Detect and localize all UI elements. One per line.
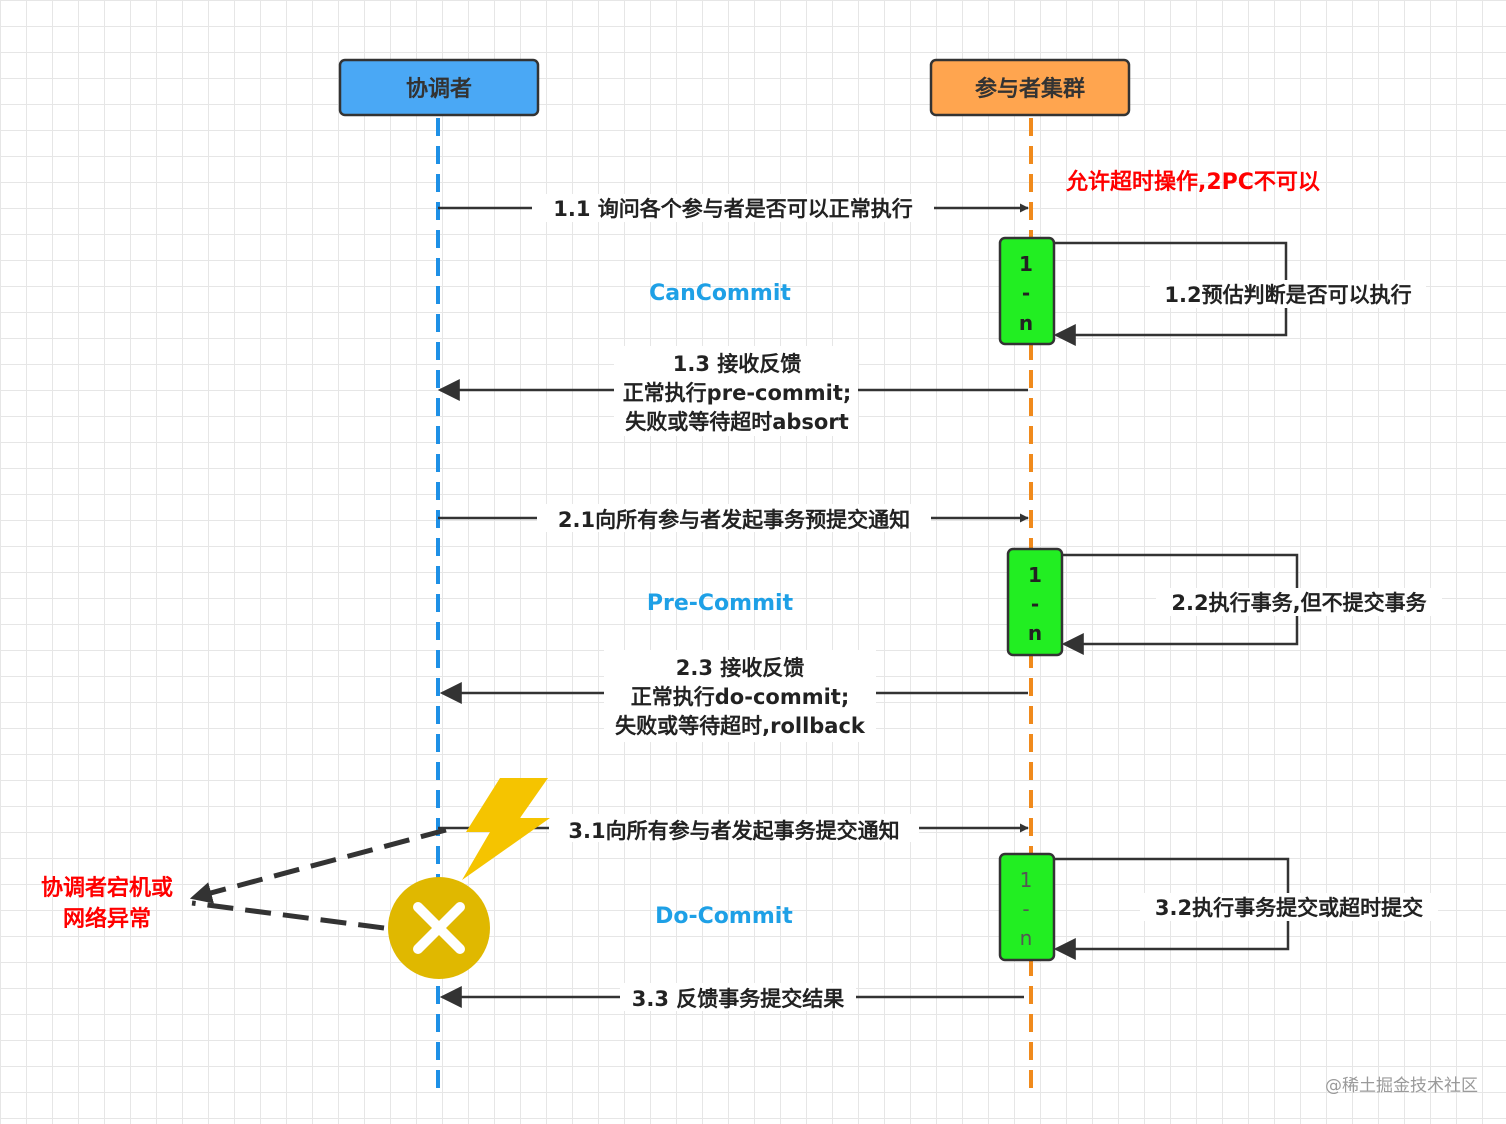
lightning-icon <box>462 778 550 880</box>
phase-do-commit: Do-Commit <box>655 904 793 929</box>
phase-pre-commit: Pre-Commit <box>647 591 794 616</box>
activation-1-end: n <box>1019 311 1033 335</box>
message-3-3: 3.3 反馈事务提交结果 <box>632 987 845 1011</box>
message-1-3-line2: 正常执行pre-commit; <box>623 381 852 405</box>
cohort-box: 参与者集群 <box>929 58 1131 117</box>
phase-can-commit: CanCommit <box>649 281 791 306</box>
message-2-1: 2.1向所有参与者发起事务预提交通知 <box>558 508 910 532</box>
timeout-note: 允许超时操作,2PC不可以 <box>1065 169 1320 195</box>
activation-2-start: 1 <box>1028 563 1042 587</box>
cohort-title: 参与者集群 <box>975 76 1085 102</box>
activation-1-dash: - <box>1022 281 1030 305</box>
close-circle-icon <box>388 877 490 979</box>
message-3-1: 3.1向所有参与者发起事务提交通知 <box>568 819 899 843</box>
message-2-3-line3: 失败或等待超时,rollback <box>615 714 866 738</box>
watermark: @稀土掘金技术社区 <box>1325 1076 1478 1096</box>
message-1-2: 1.2预估判断是否可以执行 <box>1164 283 1411 307</box>
message-2-2: 2.2执行事务,但不提交事务 <box>1171 591 1427 615</box>
activation-bar-1: 1 - n <box>998 236 1056 346</box>
message-3-2: 3.2执行事务提交或超时提交 <box>1155 896 1423 920</box>
activation-1-start: 1 <box>1019 252 1033 276</box>
activation-3-end: n <box>1020 926 1033 950</box>
message-1-1: 1.1 询问各个参与者是否可以正常执行 <box>553 197 913 221</box>
activation-bar-3: 1 - n <box>998 852 1056 962</box>
failure-arrow-lower <box>191 900 385 931</box>
activation-bar-2: 1 - n <box>1006 547 1064 657</box>
activation-3-start: 1 <box>1020 868 1033 892</box>
activation-2-dash: - <box>1031 592 1039 616</box>
message-1-3-line3: 失败或等待超时absort <box>625 410 849 434</box>
failure-arrow-upper <box>189 827 447 904</box>
failure-note-line2: 网络异常 <box>63 906 151 932</box>
message-1-3-line1: 1.3 接收反馈 <box>673 352 802 376</box>
coordinator-box: 协调者 <box>338 58 540 117</box>
failure-note-line1: 协调者宕机或 <box>41 875 173 901</box>
message-2-3-line1: 2.3 接收反馈 <box>676 656 805 680</box>
message-2-3-line2: 正常执行do-commit; <box>631 685 849 709</box>
coordinator-title: 协调者 <box>406 77 472 102</box>
activation-2-end: n <box>1028 621 1042 645</box>
activation-3-dash: - <box>1022 897 1029 921</box>
